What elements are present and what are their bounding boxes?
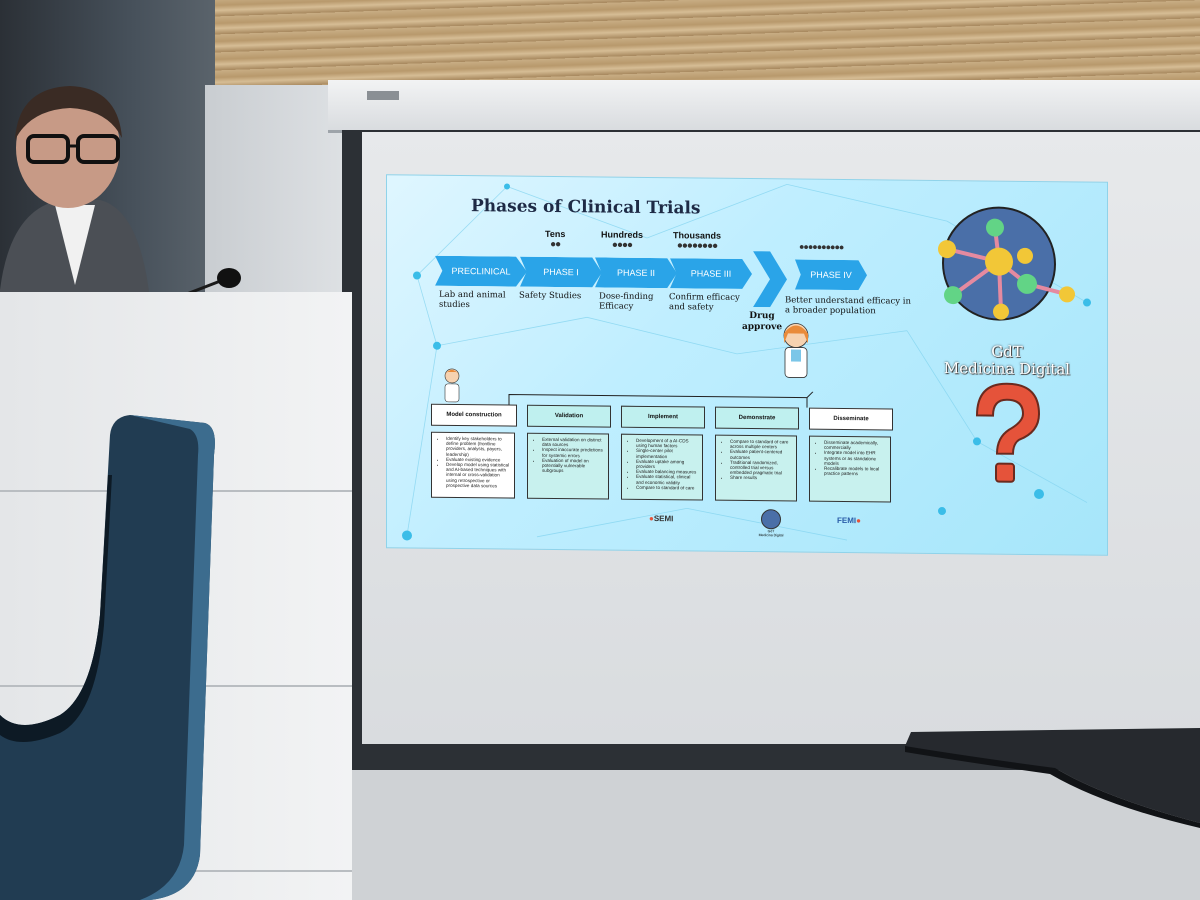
stage-header: Demonstrate: [715, 406, 799, 430]
stage-item: Single-center pilot implementation: [636, 448, 699, 459]
chair-back: [0, 415, 215, 900]
stage-item: Recalibrate models to local practice pat…: [824, 466, 887, 477]
phase-desc: Dose-finding Efficacy: [599, 291, 654, 312]
count-thousands: Thousands ●●●●●●●●: [673, 230, 721, 252]
phase-chevron-3: PHASE III: [670, 258, 752, 289]
stage-header: Implement: [621, 405, 705, 429]
count-hundreds: Hundreds ●●●●: [601, 229, 643, 250]
stage-item: Disseminate academically, commercially: [824, 440, 887, 451]
phase-chevron-2: PHASE II: [595, 257, 677, 288]
stage-item: Compare to standard of care: [636, 485, 699, 491]
projected-slide: Phases of Clinical Trials Tens ●● Hundre…: [386, 174, 1108, 556]
bracket: [508, 391, 814, 408]
molecule-icon: [761, 509, 781, 530]
stage-item: Identify key stakeholders to define prob…: [446, 436, 511, 457]
stage-item: Develop model using statistical and AI-b…: [446, 462, 511, 489]
network-background: [402, 183, 1091, 541]
stage-header: Validation: [527, 404, 611, 428]
phase-chevron-1: PHASE I: [520, 257, 602, 288]
gdt-small-line2: Medicina Digital: [758, 533, 784, 538]
people-icon: ●●●●●●●●: [676, 240, 718, 252]
brand-line2: Medicina Digital: [943, 359, 1071, 379]
people-icon: ●●●●: [611, 239, 633, 251]
crowd-icon: ●●●●●●●●●●: [799, 241, 844, 253]
phase-chevron-preclinical: PRECLINICAL: [435, 256, 527, 287]
phase-desc: Safety Studies: [519, 290, 582, 302]
stage-item: Evaluation of model on potentially vulne…: [542, 458, 605, 474]
phase-chevron-4: PHASE IV: [795, 260, 867, 291]
stage-item: Evaluate uptake among providers: [636, 459, 699, 470]
gdt-small-logo: GdT Medicina Digital: [751, 509, 791, 537]
ceiling: [170, 0, 1200, 90]
projector-screen-housing: [328, 80, 1200, 133]
femi-logo: FEMI●: [837, 516, 861, 525]
slide-title: Phases of Clinical Trials: [471, 196, 701, 219]
brand-title: GdT Medicina Digital: [927, 343, 1087, 379]
stage-item: Development of a AI-CDS using human fact…: [636, 438, 699, 449]
stage-item: Traditional randomized, controlled trial…: [730, 460, 793, 476]
question-mark-icon: [975, 382, 1041, 483]
count-label: Tens: [545, 228, 566, 240]
stage-item: External validation on distinct data sou…: [542, 437, 605, 448]
stage-header: Model construction: [431, 403, 517, 427]
count-label: Hundreds: [601, 229, 644, 240]
stage-list: Development of a AI-CDS using human fact…: [621, 433, 703, 501]
stage-list: External validation on distinct data sou…: [527, 432, 609, 500]
semi-logo-text: SEMI: [653, 514, 674, 524]
stage-item: Evaluate patient-centered outcomes: [730, 449, 793, 460]
count-label: Thousands: [673, 230, 722, 241]
stage-list: Compare to standard of care across multi…: [715, 434, 797, 502]
stage-item: Compare to standard of care across multi…: [730, 439, 793, 450]
stage-item: Integrate model into EHR systems or as s…: [824, 450, 887, 466]
housing-label: [367, 91, 399, 100]
table-edge: [905, 728, 1200, 828]
molecule-icon: [938, 206, 1075, 321]
femi-logo-text: FEMI: [837, 515, 857, 526]
phase-desc: Confirm efficacy and safety: [669, 292, 740, 313]
doctor-cartoon-small: [444, 368, 460, 403]
lower-wall: [340, 770, 1200, 900]
stage-item: Evaluate statistical, clinical and econo…: [636, 474, 699, 485]
stage-header: Disseminate: [809, 407, 893, 431]
count-tens: Tens ●●: [545, 229, 565, 250]
phase-desc: Lab and animal studies: [439, 289, 506, 311]
stage-list: Identify key stakeholders to define prob…: [431, 431, 515, 499]
people-icon: ●●: [550, 238, 561, 251]
logo-dot-icon: ●: [856, 516, 861, 526]
speaker-person: [0, 86, 150, 305]
stage-item: Share results: [730, 475, 793, 481]
doctor-cartoon: [783, 323, 809, 378]
phase-desc: Better understand efficacy in a broader …: [785, 295, 911, 317]
stage-list: Disseminate academically, commercially I…: [809, 435, 891, 503]
semi-logo: ●SEMI: [649, 514, 673, 523]
stage-item: Inspect inaccurate predictions for syste…: [542, 447, 605, 458]
